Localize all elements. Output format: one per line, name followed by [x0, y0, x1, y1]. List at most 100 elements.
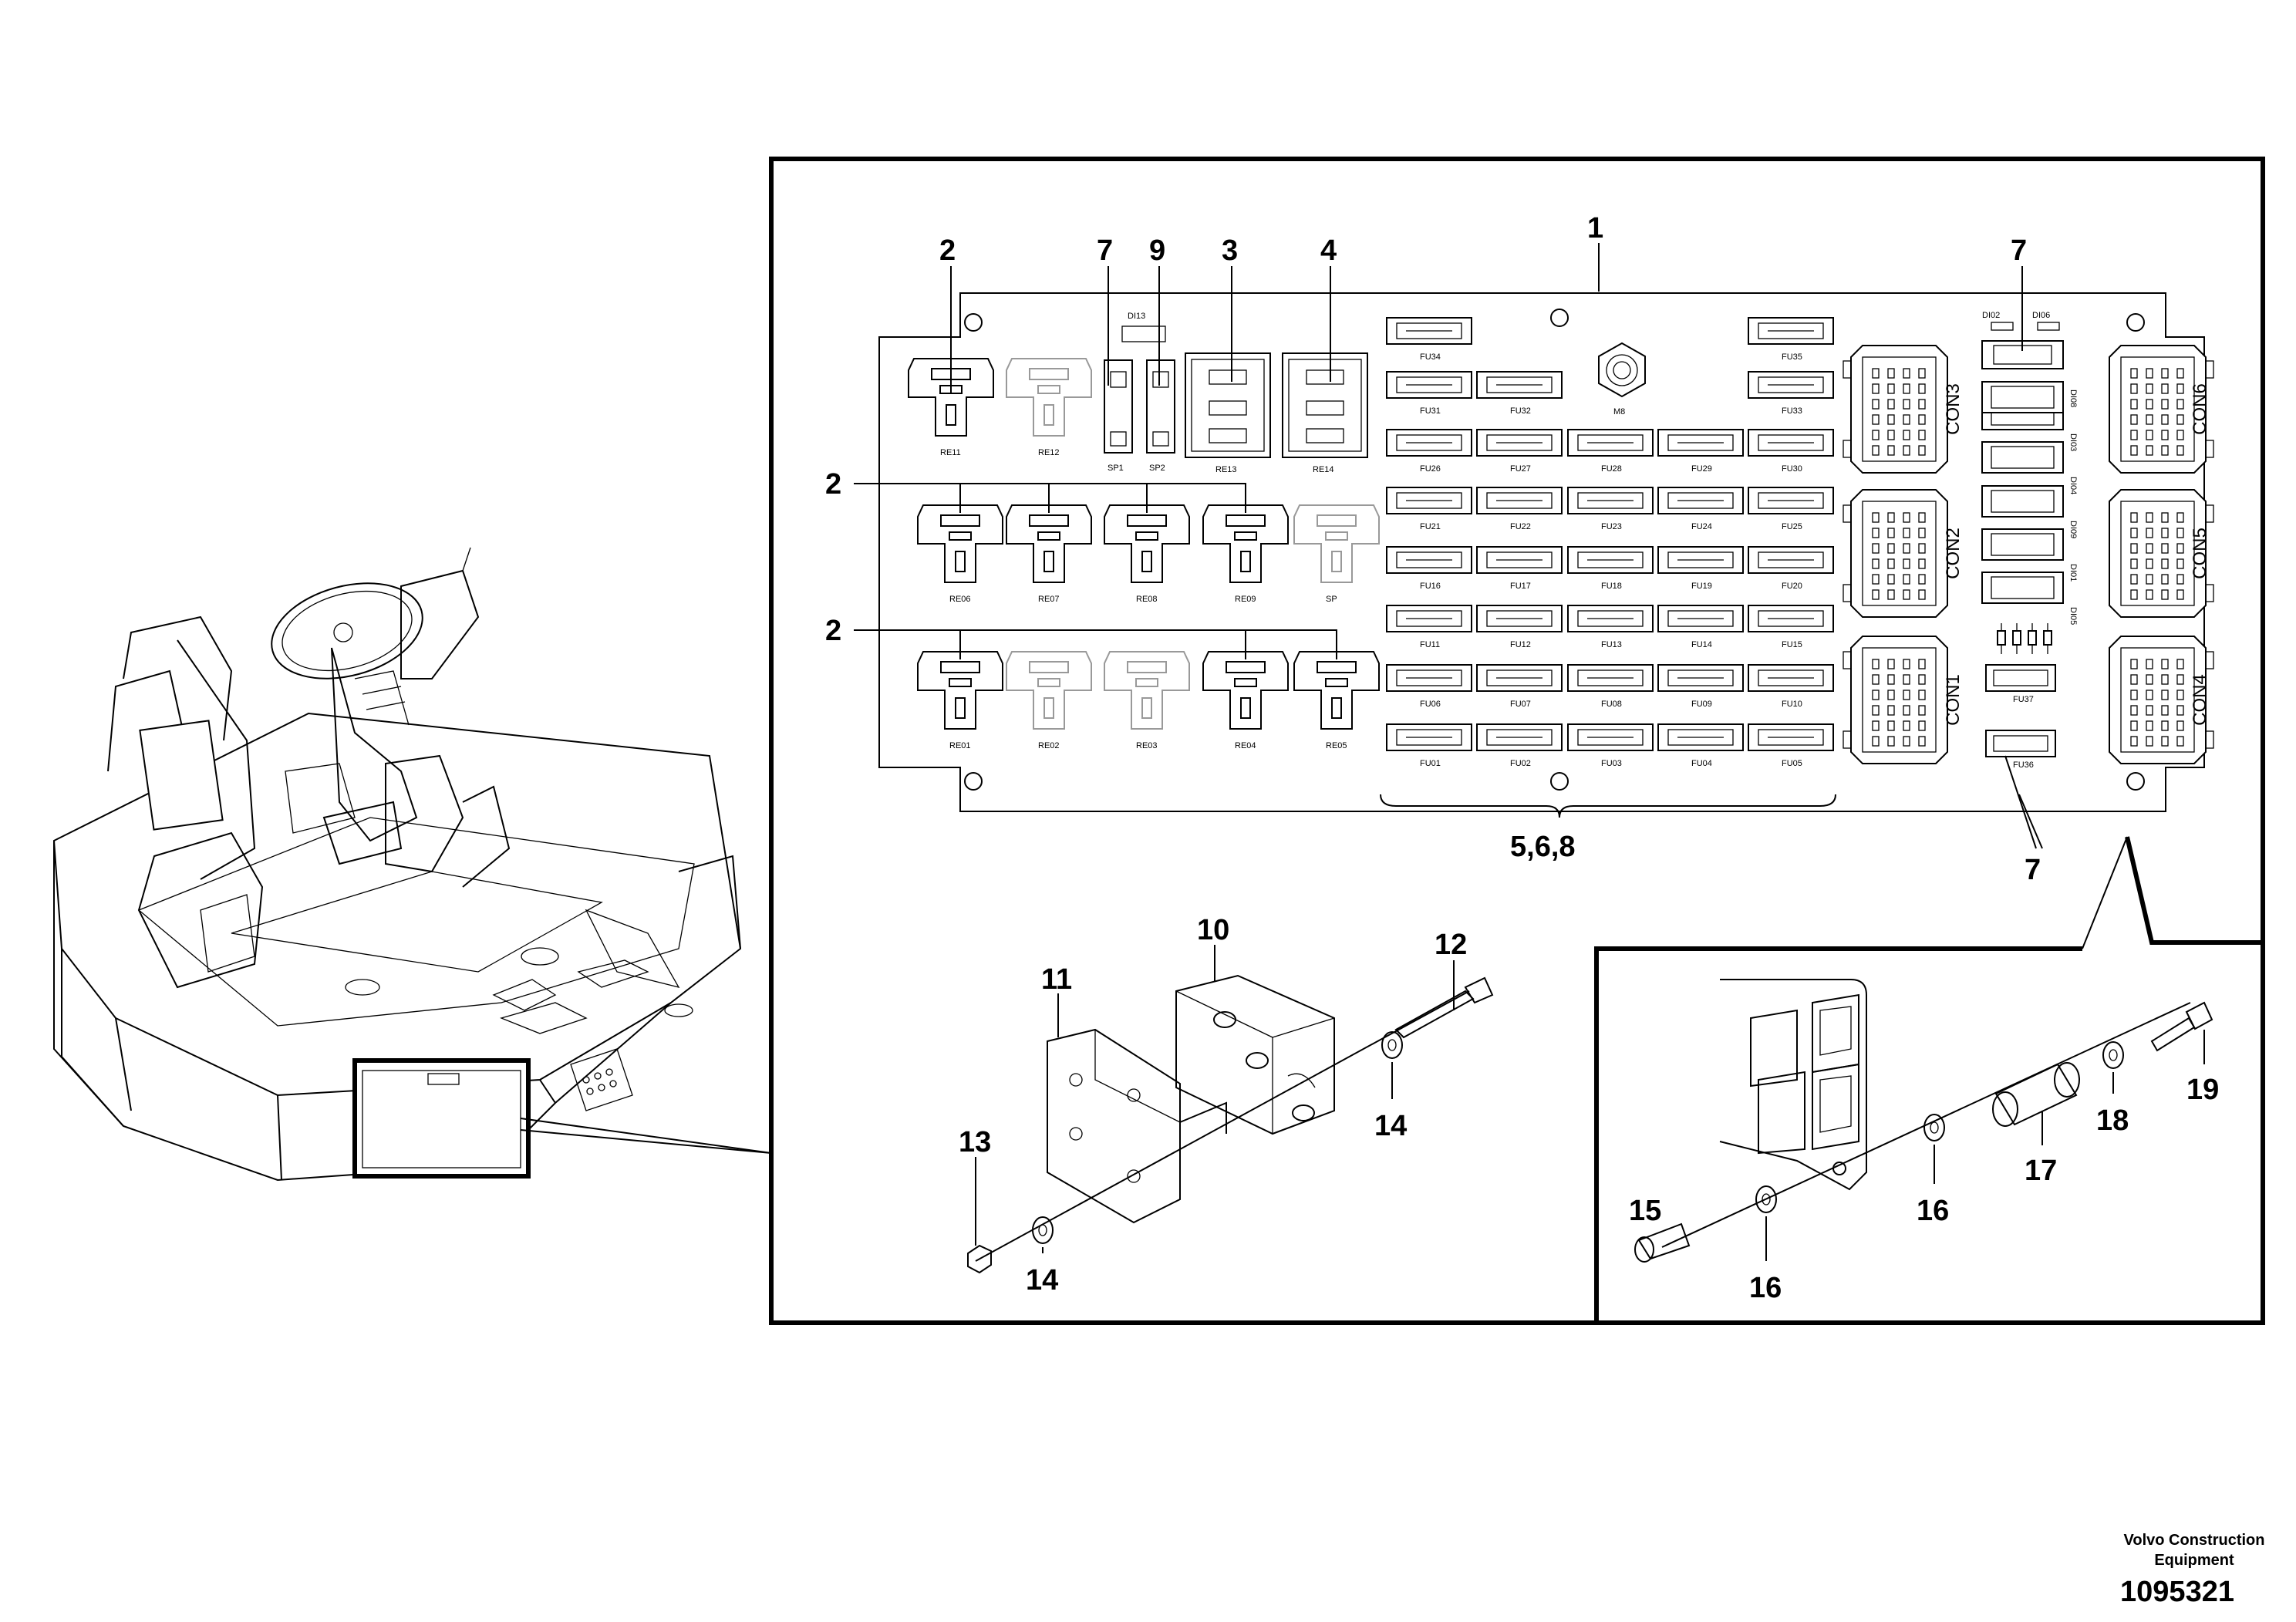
relay-label-sp1: SP1	[1108, 464, 1124, 473]
relay-re01: RE01	[917, 651, 1003, 750]
relay-label-re11: RE11	[940, 448, 961, 457]
relay-re12: RE12	[1006, 358, 1092, 457]
connector-label-con5: CON5	[2190, 528, 2210, 579]
callout-4: 4	[1320, 234, 1337, 267]
callout-2-middle: 2	[825, 468, 841, 501]
fuse-label-m8: M8	[1613, 407, 1625, 416]
fuse-label-fu04: FU04	[1691, 759, 1712, 768]
fuse-label-fu10: FU10	[1782, 700, 1802, 709]
fuse-label-fu01: FU01	[1420, 759, 1441, 768]
relay-re06: RE06	[917, 504, 1003, 604]
connector-label-con6: CON6	[2190, 383, 2210, 435]
footer: Volvo Construction Equipment 1095321	[2120, 1532, 2264, 1608]
diode-di05	[1981, 572, 2064, 604]
relay-label-re12: RE12	[1038, 448, 1060, 457]
relay-label-re13: RE13	[1215, 465, 1237, 474]
fuse-label-fu27: FU27	[1510, 464, 1531, 474]
callout-19: 19	[2186, 1074, 2219, 1106]
callout-7-bottom: 7	[2025, 854, 2041, 886]
fuse-fu16: FU16	[1386, 546, 1472, 591]
connector-con6: CON6	[2109, 345, 2214, 474]
fuse-label-fu20: FU20	[1782, 582, 1802, 591]
fuse-fu14: FU14	[1657, 605, 1744, 649]
credit-line-2: Equipment	[2154, 1552, 2234, 1569]
diode-di01	[1981, 528, 2064, 561]
callout-10: 10	[1197, 914, 1229, 946]
fuse-fu35: FU35	[1748, 317, 1834, 362]
relay-label-re06: RE06	[949, 595, 971, 604]
relay-label-di13: DI13	[1128, 312, 1145, 321]
fuse-label-fu24: FU24	[1691, 522, 1712, 531]
relay-label-re04: RE04	[1235, 741, 1256, 750]
fuse-fu03: FU03	[1567, 723, 1654, 768]
diode-label-di01: DI01	[2068, 564, 2078, 582]
diode-di09	[1981, 485, 2064, 518]
fuse-fu32: FU32	[1476, 371, 1563, 416]
callout-14-right: 14	[1374, 1110, 1407, 1142]
diode-label-di06: DI06	[2032, 311, 2050, 320]
fuse-fu22: FU22	[1476, 487, 1563, 531]
callout-7-top: 7	[1097, 234, 1113, 267]
connector-label-con1: CON1	[1943, 674, 1964, 726]
fuse-fu26: FU26	[1386, 429, 1472, 474]
document-number: 1095321	[2120, 1576, 2234, 1608]
relay-re04: RE04	[1202, 651, 1289, 750]
connector-label-con2: CON2	[1943, 528, 1964, 579]
fuse-label-fu26: FU26	[1420, 464, 1441, 474]
callout-2-bottom: 2	[825, 615, 841, 647]
connector-con4: CON4	[2109, 636, 2214, 764]
fuse-fu01: FU01	[1386, 723, 1472, 768]
fuse-fu30: FU30	[1748, 429, 1834, 474]
callout-12: 12	[1435, 929, 1467, 961]
fuse-label-fu09: FU09	[1691, 700, 1712, 709]
relay-label-re07: RE07	[1038, 595, 1060, 604]
callout-15: 15	[1629, 1195, 1661, 1227]
callout-13: 13	[959, 1126, 991, 1158]
diode-label-di03: DI03	[2068, 433, 2078, 451]
fuse-label-fu30: FU30	[1782, 464, 1802, 474]
callout-3: 3	[1222, 234, 1238, 267]
connector-label-con4: CON4	[2190, 674, 2210, 726]
diode-label-di04: DI04	[2068, 477, 2078, 494]
diode-label-di08: DI08	[2068, 389, 2078, 407]
fuse-fu10: FU10	[1748, 664, 1834, 709]
fuse-fu33: FU33	[1748, 371, 1834, 416]
connector-con3: CON3	[1843, 345, 1964, 474]
fuse-fu19: FU19	[1657, 546, 1744, 591]
fuse-fu28: FU28	[1567, 429, 1654, 474]
fuse-label-fu06: FU06	[1420, 700, 1441, 709]
fuse-fu09: FU09	[1657, 664, 1744, 709]
relay-re03: RE03	[1104, 651, 1190, 750]
machine-illustration	[53, 547, 772, 1182]
fuse-fu04: FU04	[1657, 723, 1744, 768]
fuse-fu18: FU18	[1567, 546, 1654, 591]
upper-relay-blocks: DI13 SP1 SP2 RE13 RE14	[1104, 312, 1368, 474]
relay-re02: RE02	[1006, 651, 1092, 750]
relay-label-re05: RE05	[1326, 741, 1347, 750]
fuse-label-fu05: FU05	[1782, 759, 1802, 768]
fuse-fu17: FU17	[1476, 546, 1563, 591]
fuse-fu05: FU05	[1748, 723, 1834, 768]
fuse-label-fu19: FU19	[1691, 582, 1712, 591]
relay-re05: RE05	[1293, 651, 1380, 750]
fuse-label-fu23: FU23	[1601, 522, 1622, 531]
fuse-label-fu12: FU12	[1510, 640, 1531, 649]
fuse-label-fu29: FU29	[1691, 464, 1712, 474]
connector-con2: CON2	[1843, 489, 1964, 618]
fuse-fu11: FU11	[1386, 605, 1472, 649]
fuse-fu13: FU13	[1567, 605, 1654, 649]
fuse-fu34: FU34	[1386, 317, 1472, 362]
fuse-label-fu15: FU15	[1782, 640, 1802, 649]
connector-con1: CON1	[1843, 636, 1964, 764]
fuse-fu27: FU27	[1476, 429, 1563, 474]
fuse-label-fu35: FU35	[1782, 352, 1802, 362]
fuse-label-fu34: FU34	[1420, 352, 1441, 362]
fuse-fu15: FU15	[1748, 605, 1834, 649]
relay-label-re01: RE01	[949, 741, 971, 750]
callout-5-6-8: 5,6,8	[1510, 831, 1576, 863]
fuse-label-fu28: FU28	[1601, 464, 1622, 474]
relay-label-re09: RE09	[1235, 595, 1256, 604]
credit-line-1: Volvo Construction	[2124, 1532, 2265, 1549]
